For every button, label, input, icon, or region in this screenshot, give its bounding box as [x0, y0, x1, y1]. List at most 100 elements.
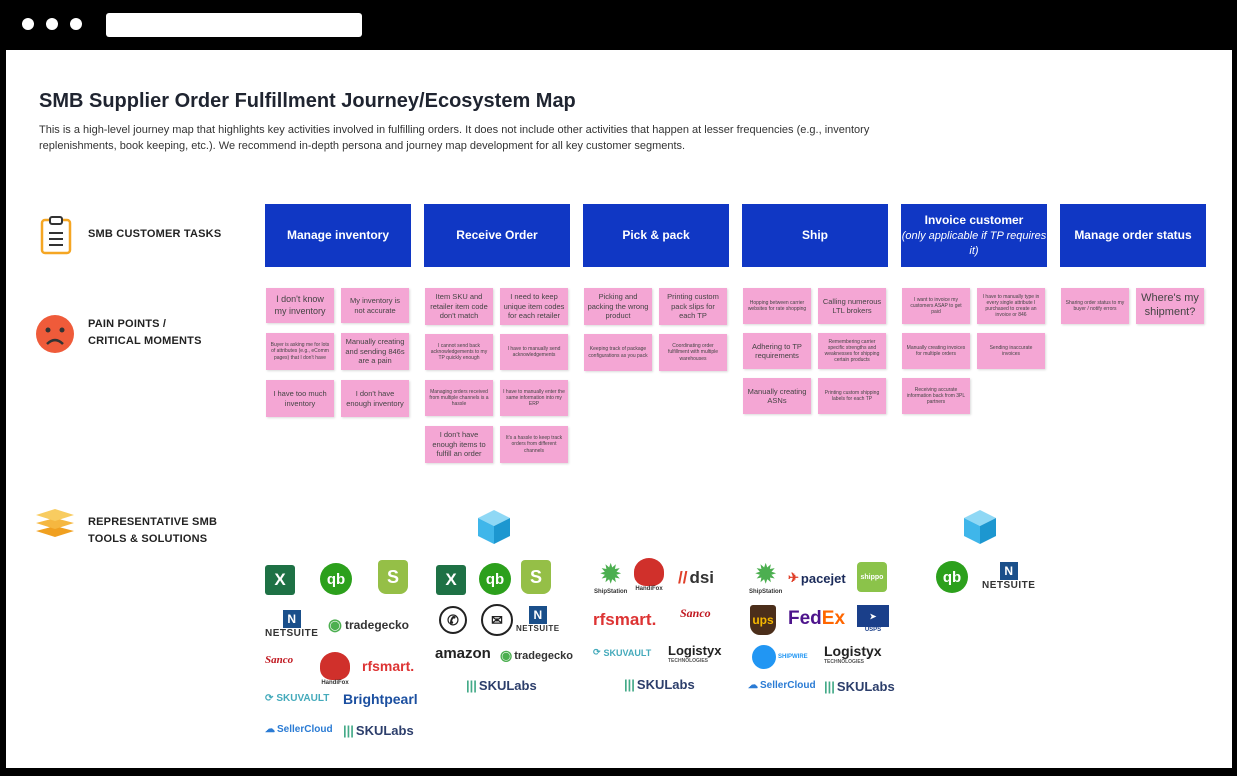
sticky-note: Remembering carrier specific strengths a…: [818, 333, 886, 369]
sticky-note: Calling numerous LTL brokers: [818, 288, 886, 324]
eagle-icon: ➤: [857, 605, 889, 627]
excel-icon: X: [436, 565, 466, 595]
amazon-logo: amazon: [435, 645, 491, 662]
shopify-icon: S: [521, 560, 551, 594]
excel-logo: X: [265, 565, 295, 595]
clipboard-icon: [40, 216, 72, 255]
task-label: Pick & pack: [622, 228, 690, 242]
sellercloud-logo: ☁SellerCloud: [265, 724, 333, 735]
shipstation-text: ShipStation: [749, 589, 783, 595]
dsi-logo: //dsi: [678, 568, 714, 588]
task-manage-order-status[interactable]: Manage order status: [1060, 204, 1206, 267]
skulabs-logo: |||SKULabs: [824, 679, 895, 694]
layers-icon: [36, 509, 74, 537]
fox-icon: [320, 652, 350, 680]
skulabs-logo: |||SKULabs: [624, 677, 695, 692]
sticky-note: I have to manually enter the same inform…: [500, 380, 568, 416]
quickbooks-logo: qb: [936, 561, 968, 593]
task-label: Receive Order: [456, 228, 538, 242]
sticky-note: Sending inaccurate invoices: [977, 333, 1045, 369]
dsi-icon: //: [678, 568, 688, 587]
ups-icon: ups: [750, 605, 776, 635]
cube-icon: [478, 510, 510, 544]
logistyx-logo: Logistyx TECHNOLOGIES: [668, 643, 721, 664]
usps-logo: ➤ USPS: [857, 605, 889, 633]
logistyx-logo: Logistyx TECHNOLOGIES: [824, 643, 882, 665]
row-label-tools: REPRESENTATIVE SMB TOOLS & SOLUTIONS: [88, 514, 217, 548]
sticky-note: I have to manually type in every single …: [977, 288, 1045, 324]
skuvault-icon: ⟳: [593, 647, 601, 657]
fedex-fed: Fed: [788, 608, 822, 629]
sticky-note: Managing orders received from multiple c…: [425, 380, 493, 416]
sticky-note: Receiving accurate information back from…: [902, 378, 970, 414]
sellercloud-text: SellerCloud: [277, 724, 333, 735]
sticky-note: Manually creating and sending 846s are a…: [341, 333, 409, 370]
task-label: Ship: [802, 228, 828, 242]
ups-logo: ups: [750, 605, 776, 635]
sticky-note: Printing custom pack slips for each TP: [659, 288, 727, 325]
skulabs-icon: |||: [824, 679, 835, 694]
skuvault-text: SKUVAULT: [603, 647, 652, 658]
logistyx-text: Logistyx: [668, 643, 722, 658]
maximize-dot[interactable]: [70, 18, 82, 30]
sellercloud-logo: ☁SellerCloud: [748, 680, 816, 691]
handifox-text: HandiFox: [321, 680, 349, 686]
sellercloud-text: SellerCloud: [760, 680, 816, 691]
sticky-note: Where's my shipment?: [1136, 288, 1204, 324]
cloud-icon: ☁: [265, 724, 275, 735]
sticky-note: I don't have enough inventory: [341, 380, 409, 417]
task-invoice-customer[interactable]: Invoice customer (only applicable if TP …: [901, 204, 1047, 267]
shippo-icon: shippo: [857, 562, 887, 592]
gear-icon: ✹: [755, 561, 776, 588]
sticky-note: Item SKU and retailer item code don't ma…: [425, 288, 493, 325]
netsuite-logo: N NETSUITE: [265, 610, 318, 639]
address-bar[interactable]: [106, 13, 362, 37]
sticky-note: Picking and packing the wrong product: [584, 288, 652, 325]
task-receive-order[interactable]: Receive Order: [424, 204, 570, 267]
cube-icon: [964, 510, 996, 544]
logistyx-sub: TECHNOLOGIES: [668, 658, 709, 664]
pain-label-line2: CRITICAL MOMENTS: [88, 335, 202, 347]
skulabs-icon: |||: [466, 678, 477, 693]
excel-logo: X: [436, 565, 466, 595]
email-icon: ✉: [481, 604, 513, 636]
sticky-note: Hopping between carrier websites for rat…: [743, 288, 811, 324]
task-pick-pack[interactable]: Pick & pack: [583, 204, 729, 267]
journey-map-page: SMB Supplier Order Fulfillment Journey/E…: [6, 50, 1232, 768]
skulabs-logo: |||SKULabs: [343, 723, 414, 738]
logistyx-text: Logistyx: [824, 643, 882, 659]
tradegecko-text: tradegecko: [344, 618, 409, 632]
skulabs-icon: |||: [624, 677, 635, 692]
row-label-tasks: SMB CUSTOMER TASKS: [88, 228, 222, 240]
quickbooks-logo: qb: [320, 563, 352, 595]
handifox-logo: HandiFox: [634, 558, 664, 592]
task-label: Invoice customer: [924, 213, 1024, 227]
netsuite-text: NETSUITE: [516, 624, 560, 633]
task-manage-inventory[interactable]: Manage inventory: [265, 204, 411, 267]
pacejet-logo: ✈pacejet: [788, 570, 846, 586]
rfsmart-logo: rfsmart.: [593, 610, 657, 629]
brightpearl-logo: Brightpearl: [343, 691, 418, 707]
quickbooks-icon: qb: [320, 563, 352, 595]
task-ship[interactable]: Ship: [742, 204, 888, 267]
minimize-dot[interactable]: [46, 18, 58, 30]
rfsmart-logo: rfsmart.: [362, 658, 415, 674]
sticky-note: I don't know my inventory: [266, 288, 334, 323]
handifox-text: HandiFox: [635, 586, 663, 592]
sticky-note: I don't have enough items to fulfill an …: [425, 426, 493, 463]
excel-icon: X: [265, 565, 295, 595]
sad-face-icon: [36, 315, 74, 353]
shipstation-logo: ✹ ShipStation: [594, 560, 627, 595]
skulabs-text: SKULabs: [636, 677, 695, 692]
tools-label-line2: TOOLS & SOLUTIONS: [88, 533, 208, 545]
row-label-pain: PAIN POINTS / CRITICAL MOMENTS: [88, 316, 202, 350]
sticky-note: I have too much inventory: [266, 380, 334, 417]
skulabs-logo: |||SKULabs: [466, 678, 537, 693]
quickbooks-logo: qb: [479, 563, 511, 595]
tradegecko-text: tradegecko: [514, 649, 573, 662]
fox-icon: [634, 558, 664, 586]
task-label: Manage inventory: [286, 228, 390, 242]
phone-logo: ✆: [439, 606, 467, 634]
close-dot[interactable]: [22, 18, 34, 30]
